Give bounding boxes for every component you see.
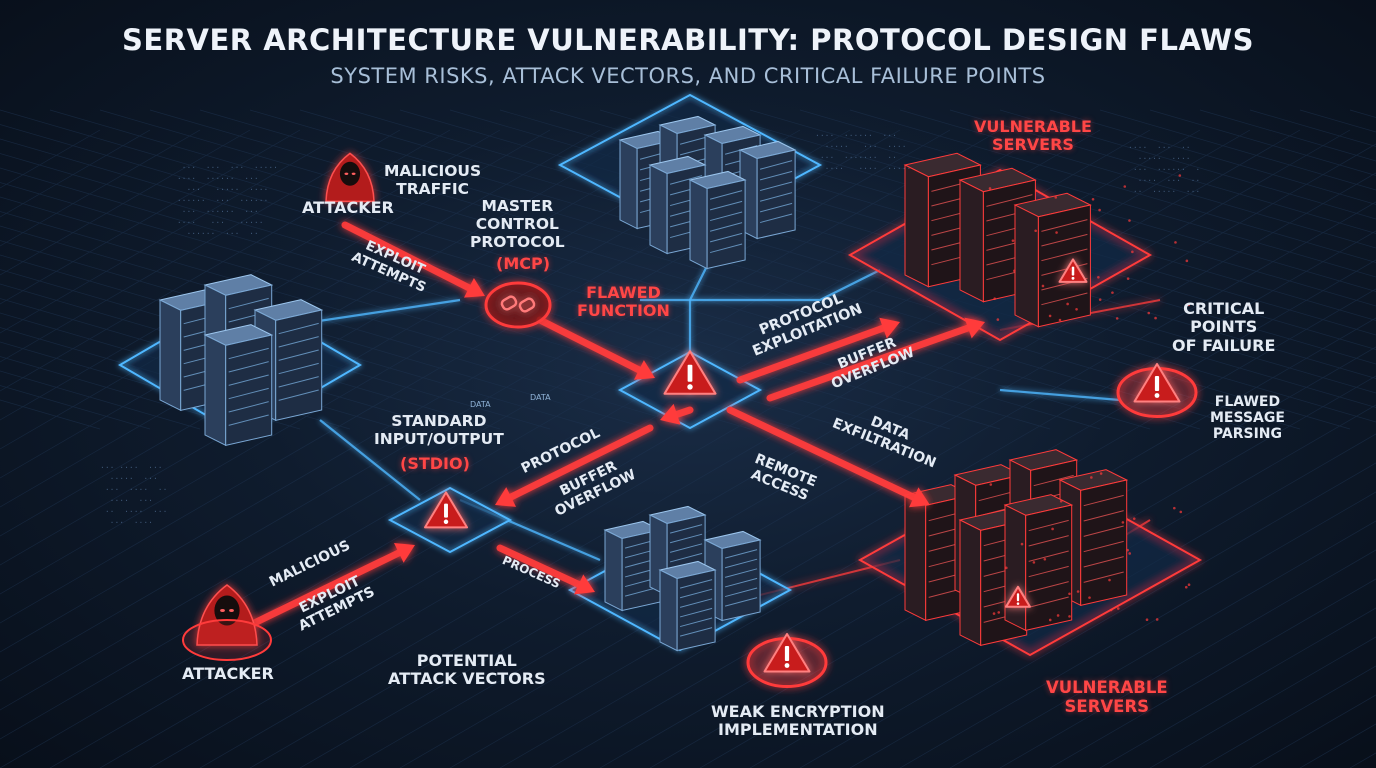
arrow-buffer-overflow (766, 317, 985, 402)
server-clusters (158, 115, 1129, 652)
arrow-stub (660, 403, 694, 425)
attacker-top-label: ATTACKER (302, 198, 394, 217)
warning-vuln-bottom-icon (1005, 585, 1031, 608)
arrow-exploit-top (341, 221, 485, 298)
flawed-message-parsing-label: FLAWED MESSAGE PARSING (1210, 394, 1285, 443)
server-vuln-top-2 (1013, 192, 1092, 328)
malicious-traffic-label: MALICIOUS TRAFFIC (384, 162, 482, 198)
critical-points-label: CRITICAL POINTS OF FAILURE (1172, 299, 1276, 355)
stdio-label: STANDARD INPUT/OUTPUT (374, 412, 504, 448)
data-small-label-2: DATA (470, 400, 491, 409)
link-line-7 (319, 419, 421, 501)
server-left-3 (203, 324, 274, 447)
warning-stdio-icon (424, 491, 468, 529)
page-subtitle: SYSTEM RISKS, ATTACK VECTORS, AND CRITIC… (330, 64, 1046, 88)
potential-attack-vectors-label: POTENTIAL ATTACK VECTORS (388, 651, 546, 689)
warning-icons (424, 258, 1198, 688)
code-snippet-right-top: .... ...... ... ..... ... .... ... .....… (815, 129, 912, 171)
warning-center-icon (663, 350, 717, 395)
attacker-figures (182, 152, 1191, 661)
warning-critical-icon (1116, 363, 1198, 418)
server-top-5 (688, 170, 747, 270)
vulnerable-servers-bottom-label: VULNERABLE SERVERS (1046, 678, 1168, 716)
weak-encryption-label: WEAK ENCRYPTION IMPLEMENTATION (711, 702, 885, 740)
server-vuln-bottom-5 (1003, 494, 1074, 632)
attacker-hood-icon-top (325, 152, 375, 203)
mcp-abbr-label: (MCP) (496, 254, 551, 273)
data-small-label-1: DATA (530, 393, 551, 402)
warning-vuln-top-icon (1058, 258, 1088, 283)
attacker-bottom-label: ATTACKER (182, 664, 274, 683)
arrow-protocol-stdio (495, 424, 654, 507)
arrow-protocol-exploitation (736, 317, 900, 384)
code-snippet-left-top: ... ... ... ..... .... ...... ... ... ..… (176, 161, 278, 236)
server-bottom-3 (658, 560, 717, 652)
server-top-3 (738, 140, 797, 240)
code-snippet-left-bottom: ... .... ... ..... ... ... .... .. .... … (100, 461, 168, 525)
link-line-10 (640, 269, 881, 302)
arrow-to-center (536, 316, 655, 380)
arrow-data-exfiltration (726, 406, 930, 508)
stdio-abbr-label: (STDIO) (400, 454, 470, 473)
broken-link-icon (484, 281, 552, 329)
attacker-hood-icon-bottom (196, 584, 258, 646)
link-line-5 (999, 388, 1121, 402)
attack-arrows (236, 221, 985, 634)
code-snippet-far-right: .... ... .. ..... .... ... ...... . ....… (1128, 141, 1201, 194)
mcp-label: MASTER CONTROL PROTOCOL (470, 197, 565, 251)
page-title: SERVER ARCHITECTURE VULNERABILITY: PROTO… (122, 23, 1254, 57)
attacker-bottom-ring (182, 619, 272, 661)
vulnerable-servers-top-label: VULNERABLE SERVERS (974, 117, 1092, 155)
arrow-process (496, 544, 595, 595)
flawed-function-label: FLAWED FUNCTION (577, 283, 670, 321)
warning-encryption-icon (746, 633, 828, 688)
arrow-malicious-bottom (236, 542, 415, 634)
